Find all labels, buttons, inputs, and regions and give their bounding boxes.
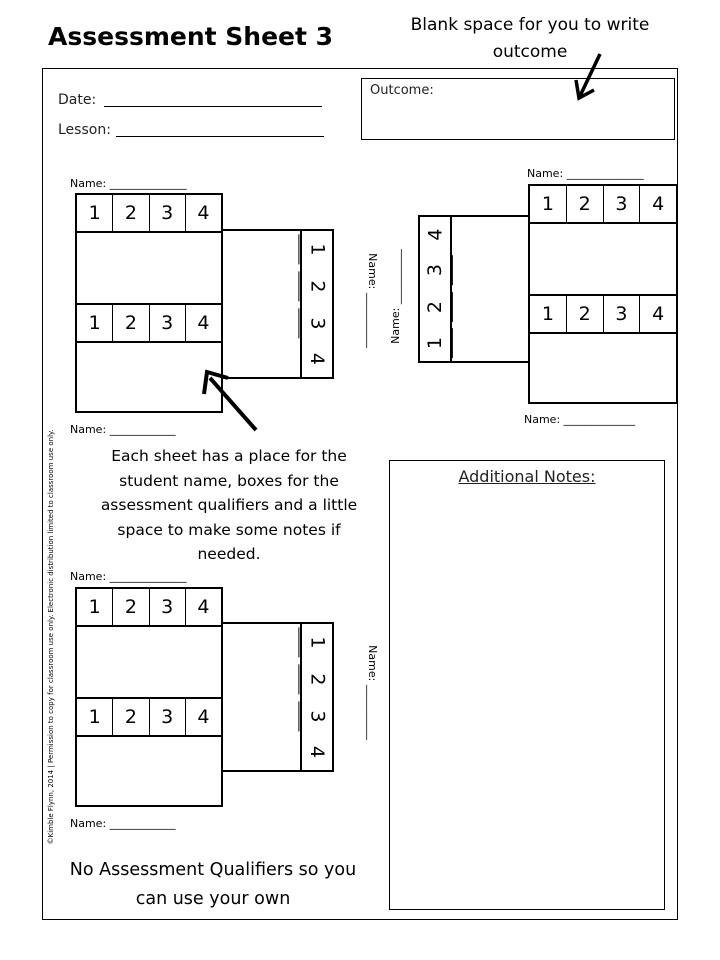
name-label: Name: ____________	[70, 817, 176, 830]
page-title: Assessment Sheet 3	[48, 22, 334, 51]
outcome-label: Outcome:	[370, 83, 434, 98]
name-label: Name: ____________	[70, 423, 176, 436]
date-label: Date:	[58, 92, 97, 108]
name-label: Name: ______________	[527, 167, 644, 180]
name-label: Name: ______________	[70, 177, 187, 190]
name-label: Name: __________	[388, 249, 402, 344]
outcome-box: Outcome:	[361, 78, 675, 140]
copyright-notice: ©Kimble Flynn, 2014 | Permission to copy…	[47, 429, 55, 845]
callout-qualifiers: No Assessment Qualifiers so you can use …	[69, 860, 357, 909]
name-label: Name: __________	[365, 253, 379, 348]
lesson-line	[116, 136, 324, 137]
notes-box: Additional Notes:	[389, 460, 665, 910]
lesson-label: Lesson:	[58, 122, 111, 138]
name-label: Name: ______________	[70, 570, 187, 583]
callout-outcome: Blank space for you to write outcome	[410, 15, 650, 62]
name-label: Name: __________	[365, 645, 379, 740]
date-line	[104, 106, 322, 107]
name-label: Name: _____________	[524, 413, 636, 426]
assessment-sheet	[42, 68, 678, 920]
arrow-icon	[574, 53, 602, 101]
notes-title: Additional Notes:	[458, 467, 596, 486]
callout-card-description: Each sheet has a place for the student n…	[100, 447, 358, 563]
arrow-icon	[202, 369, 258, 432]
